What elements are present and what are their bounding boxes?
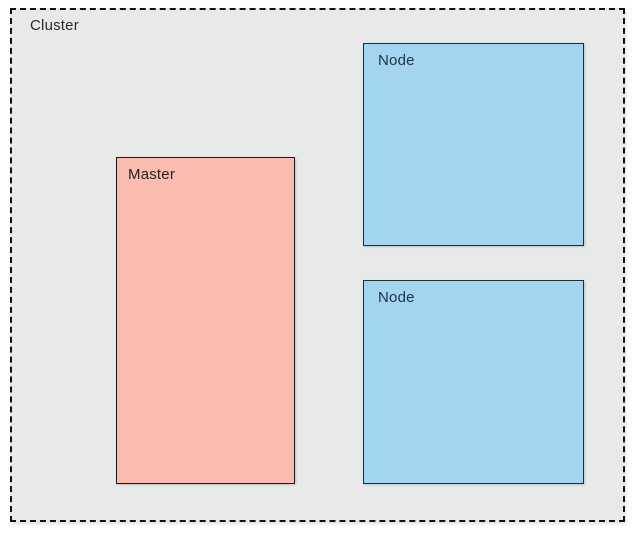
cluster-container: Cluster Master Node Node xyxy=(10,8,625,522)
node-box-1: Node xyxy=(363,43,584,246)
node-label-1: Node xyxy=(378,52,415,69)
master-box: Master xyxy=(116,157,295,484)
cluster-label: Cluster xyxy=(30,17,79,34)
master-label: Master xyxy=(128,166,176,183)
node-box-2: Node xyxy=(363,280,584,484)
node-label-2: Node xyxy=(378,289,415,306)
